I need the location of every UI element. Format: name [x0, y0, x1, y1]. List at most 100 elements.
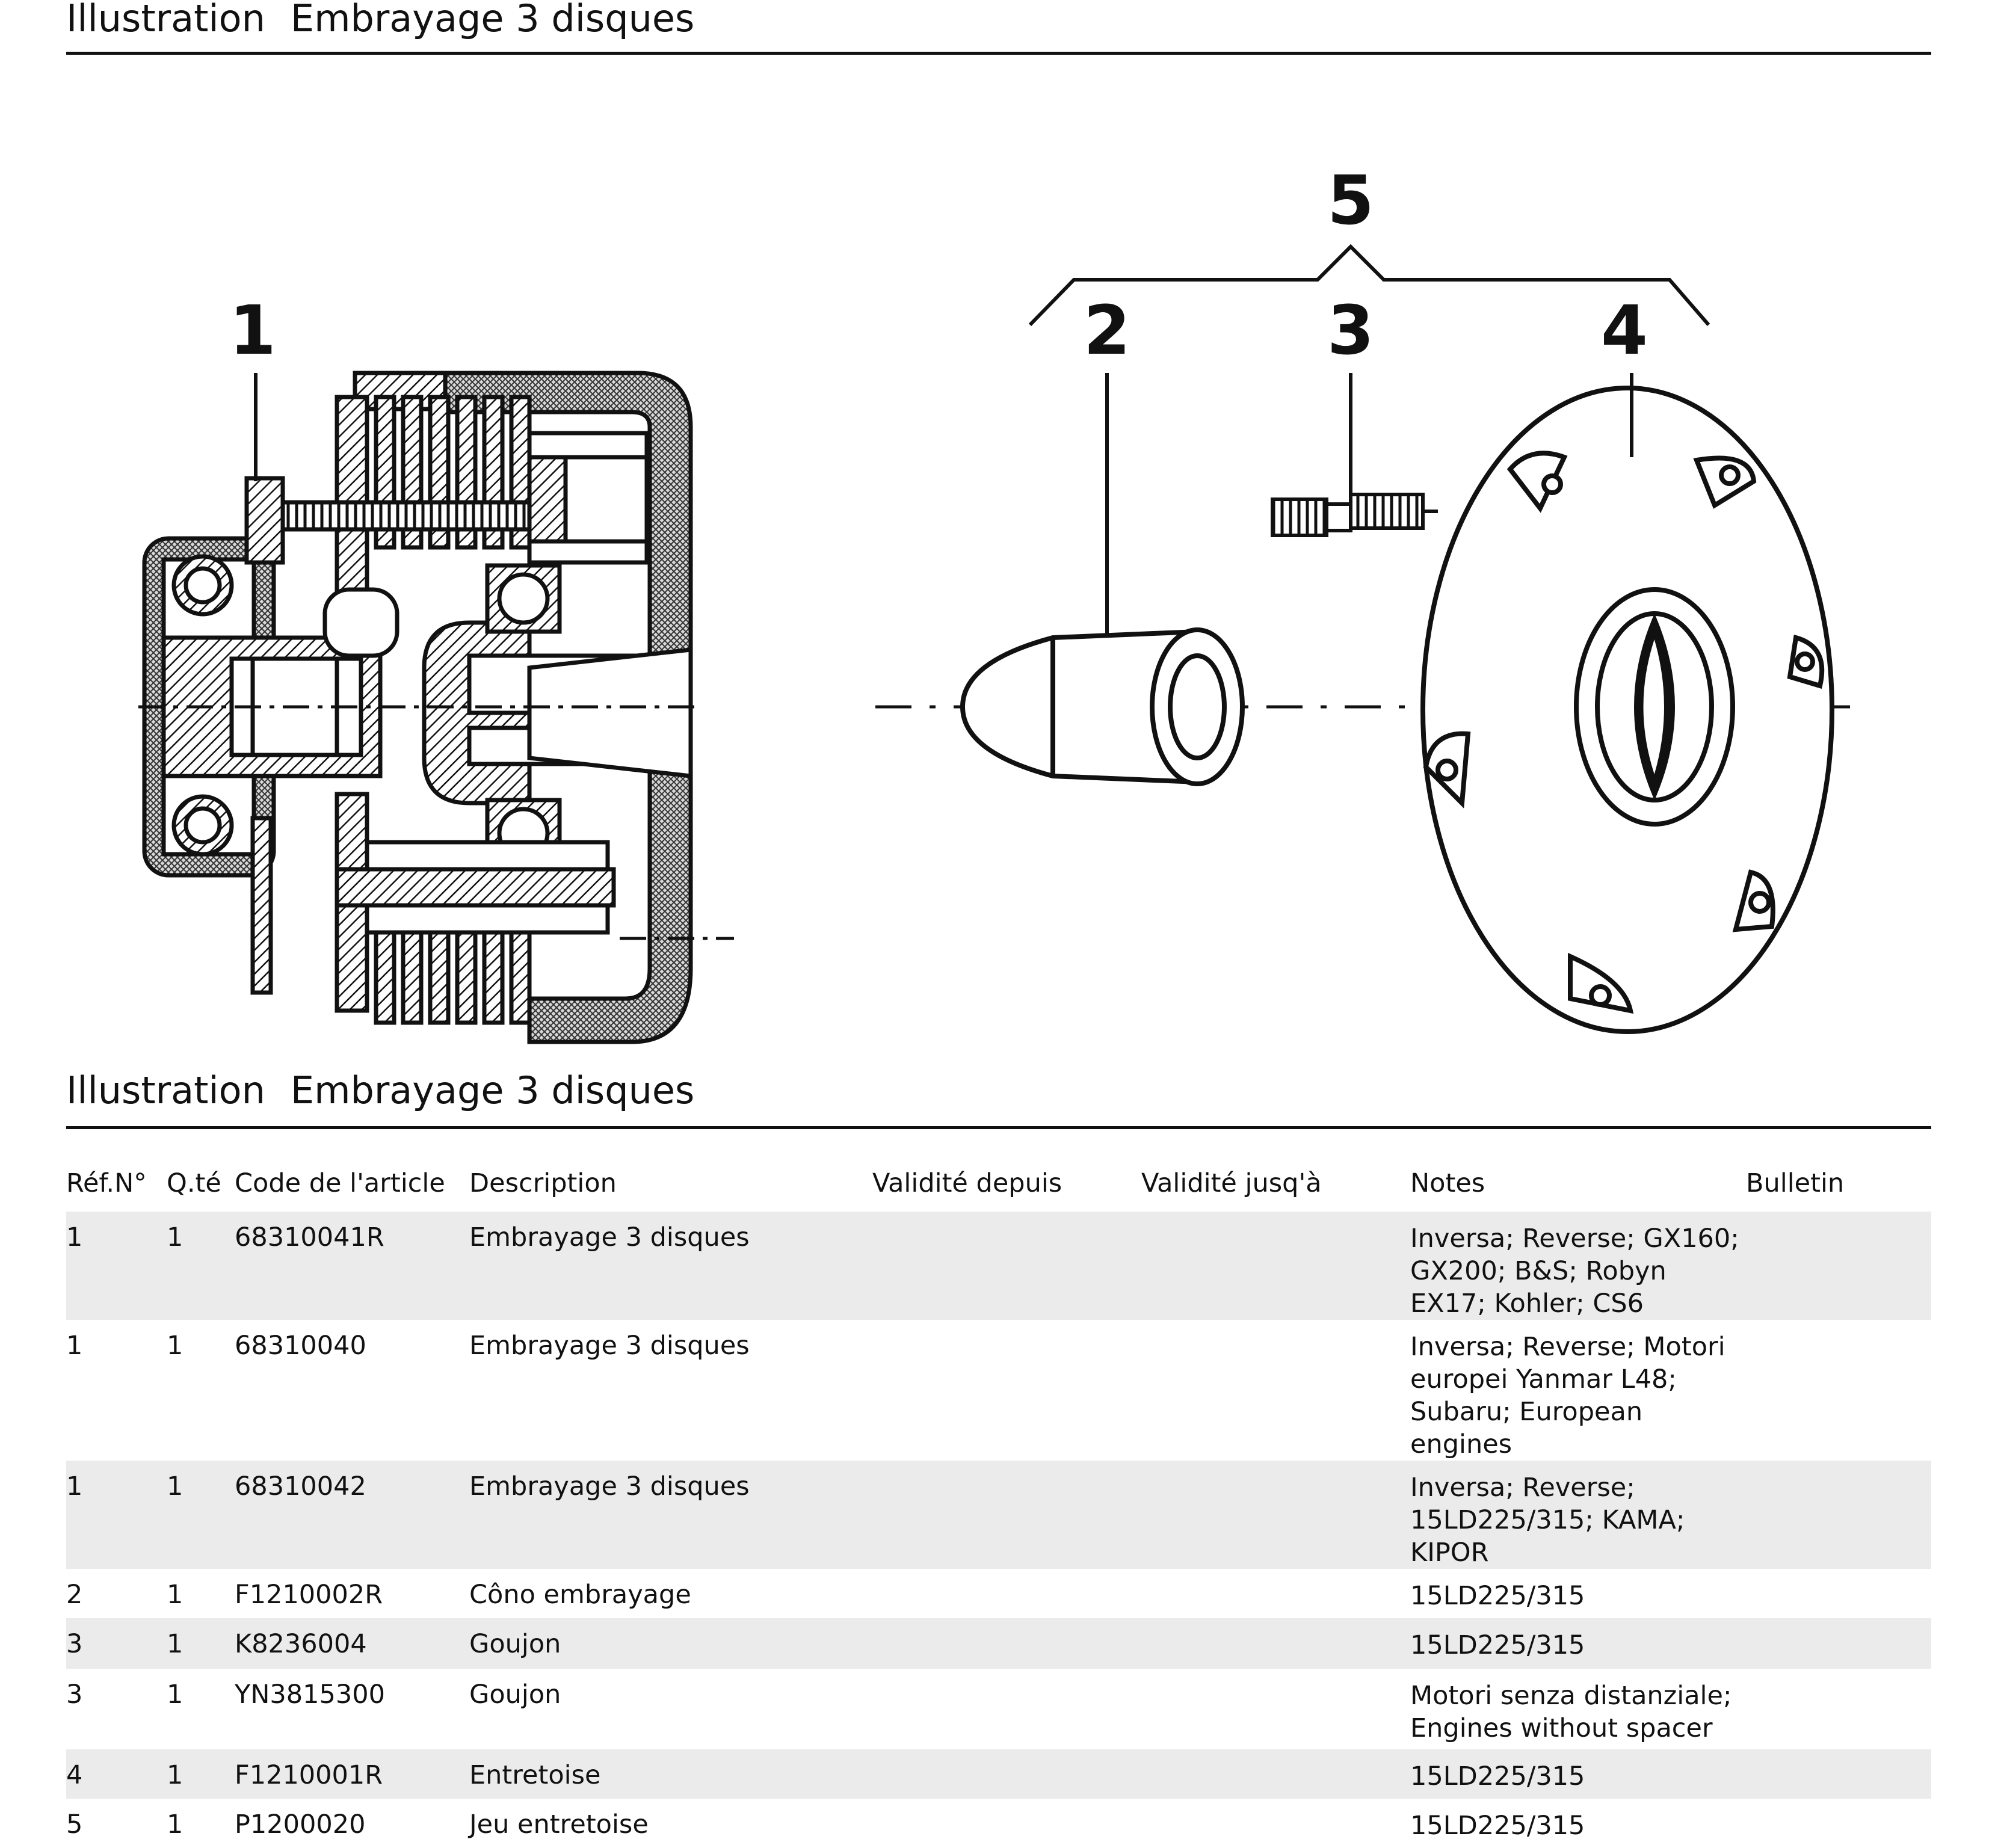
cell-bulletin — [1746, 1618, 1931, 1669]
section-title-word: Illustration — [66, 1068, 265, 1112]
cell-qty: 1 — [167, 1680, 183, 1710]
cell-valid-to — [1141, 1799, 1410, 1848]
col-header-valid-from: Validité depuis — [872, 1168, 1062, 1198]
cell-valid-from — [872, 1669, 1141, 1749]
table-row: 1 1 68310041R Embrayage 3 disques Invers… — [66, 1212, 1931, 1320]
page-title-word: Illustration — [66, 0, 265, 40]
cell-ref: 2 — [66, 1580, 83, 1610]
table-row: 5 1 P1200020 Jeu entretoise 15LD225/315 — [66, 1799, 1931, 1848]
cell-ref: 1 — [66, 1212, 167, 1320]
cell-code: YN3815300 — [235, 1680, 385, 1710]
col-header-code: Code de l'article — [235, 1168, 445, 1198]
cell-valid-from — [872, 1569, 1141, 1618]
cell-notes: Inversa; Reverse; 15LD225/315; KAMA; KIP… — [1410, 1461, 1746, 1569]
cell-bulletin — [1746, 1749, 1931, 1799]
centerline-left — [138, 705, 734, 940]
cell-bulletin — [1746, 1569, 1931, 1618]
cell-valid-to — [1141, 1461, 1410, 1569]
parts-table: Réf.N° Q.té Code de l'article Descriptio… — [66, 1161, 1931, 1848]
cell-description: Jeu entretoise — [469, 1810, 649, 1840]
section-divider — [66, 1126, 1931, 1129]
table-row: 1 1 68310040 Embrayage 3 disques Inversa… — [66, 1320, 1931, 1461]
callout-4: 4 — [1601, 292, 1648, 370]
cell-valid-from — [872, 1461, 1141, 1569]
col-header-bulletin: Bulletin — [1746, 1168, 1845, 1198]
cell-notes: 15LD225/315 — [1410, 1618, 1746, 1669]
table-row: 3 1 YN3815300 Goujon Motori senza distan… — [66, 1669, 1931, 1749]
cell-notes: Motori senza distanziale; Engines withou… — [1410, 1681, 1732, 1743]
table-row: 2 1 F1210002R Côno embrayage 15LD225/315 — [66, 1569, 1931, 1618]
cell-description: Côno embrayage — [469, 1580, 691, 1610]
title-divider — [66, 52, 1931, 55]
cell-description: Goujon — [469, 1618, 872, 1669]
cell-notes: 15LD225/315 — [1410, 1581, 1585, 1611]
cell-ref: 1 — [66, 1461, 167, 1569]
cell-notes: Inversa; Reverse; GX160; GX200; B&S; Rob… — [1410, 1212, 1746, 1320]
cell-code: 68310042 — [235, 1461, 469, 1569]
cell-valid-from — [872, 1799, 1141, 1848]
cell-ref: 3 — [66, 1618, 167, 1669]
exploded-view-drawing: 1 2 3 4 5 — [138, 162, 1850, 1044]
cell-code: K8236004 — [235, 1618, 469, 1669]
cell-description: Goujon — [469, 1680, 561, 1710]
cell-bulletin — [1746, 1212, 1931, 1320]
page-title-text: Embrayage 3 disques — [290, 0, 695, 40]
col-header-ref: Réf.N° — [66, 1168, 147, 1198]
cell-valid-to — [1141, 1749, 1410, 1799]
cell-bulletin — [1746, 1320, 1931, 1461]
cell-ref: 3 — [66, 1680, 83, 1710]
cell-notes: 15LD225/315 — [1410, 1749, 1746, 1799]
cell-qty: 1 — [167, 1580, 183, 1610]
cell-qty: 1 — [167, 1810, 183, 1840]
col-header-valid-to: Validité jusq'à — [1141, 1168, 1322, 1198]
cell-ref: 5 — [66, 1810, 83, 1840]
cell-valid-from — [872, 1320, 1141, 1461]
cell-code: 68310041R — [235, 1212, 469, 1320]
cell-description: Entretoise — [469, 1749, 872, 1799]
callout-3: 3 — [1327, 292, 1374, 370]
cell-code: 68310040 — [235, 1331, 366, 1361]
table-row: 3 1 K8236004 Goujon 15LD225/315 — [66, 1618, 1931, 1669]
table-row: 1 1 68310042 Embrayage 3 disques Inversa… — [66, 1461, 1931, 1569]
cell-bulletin — [1746, 1669, 1931, 1749]
cell-qty: 1 — [167, 1461, 235, 1569]
cell-valid-to — [1141, 1669, 1410, 1749]
cell-valid-to — [1141, 1320, 1410, 1461]
stud-part — [1271, 493, 1438, 537]
cone-part — [960, 627, 1245, 786]
cell-valid-from — [872, 1749, 1141, 1799]
cell-valid-from — [872, 1618, 1141, 1669]
table-header-row: Réf.N° Q.té Code de l'article Descriptio… — [66, 1161, 1931, 1212]
cell-description: Embrayage 3 disques — [469, 1461, 872, 1569]
cell-valid-to — [1141, 1618, 1410, 1669]
col-header-description: Description — [469, 1168, 617, 1198]
cell-code: P1200020 — [235, 1810, 366, 1840]
spacer-flange-part — [1420, 386, 1834, 1034]
section-title-text: Embrayage 3 disques — [290, 1068, 695, 1112]
cell-description: Embrayage 3 disques — [469, 1331, 750, 1361]
callout-2: 2 — [1084, 292, 1130, 370]
table-row: 4 1 F1210001R Entretoise 15LD225/315 — [66, 1749, 1931, 1799]
cell-bulletin — [1746, 1461, 1931, 1569]
cell-notes: Inversa; Reverse; Motori europei Yanmar … — [1410, 1332, 1725, 1459]
cell-valid-to — [1141, 1569, 1410, 1618]
cell-qty: 1 — [167, 1618, 235, 1669]
cell-ref: 4 — [66, 1749, 167, 1799]
col-header-notes: Notes — [1410, 1168, 1485, 1198]
callout-1: 1 — [229, 292, 276, 370]
cell-description: Embrayage 3 disques — [469, 1212, 872, 1320]
cell-notes: 15LD225/315 — [1410, 1811, 1585, 1841]
callout-5: 5 — [1327, 162, 1374, 240]
cell-ref: 1 — [66, 1331, 83, 1361]
cell-valid-from — [872, 1212, 1141, 1320]
cell-bulletin — [1746, 1799, 1931, 1848]
cell-qty: 1 — [167, 1749, 235, 1799]
cell-code: F1210001R — [235, 1749, 469, 1799]
cell-code: F1210002R — [235, 1580, 383, 1610]
cell-qty: 1 — [167, 1212, 235, 1320]
cell-qty: 1 — [167, 1331, 183, 1361]
cell-valid-to — [1141, 1212, 1410, 1320]
col-header-qty: Q.té — [167, 1168, 221, 1198]
leader-lines — [254, 244, 1710, 635]
